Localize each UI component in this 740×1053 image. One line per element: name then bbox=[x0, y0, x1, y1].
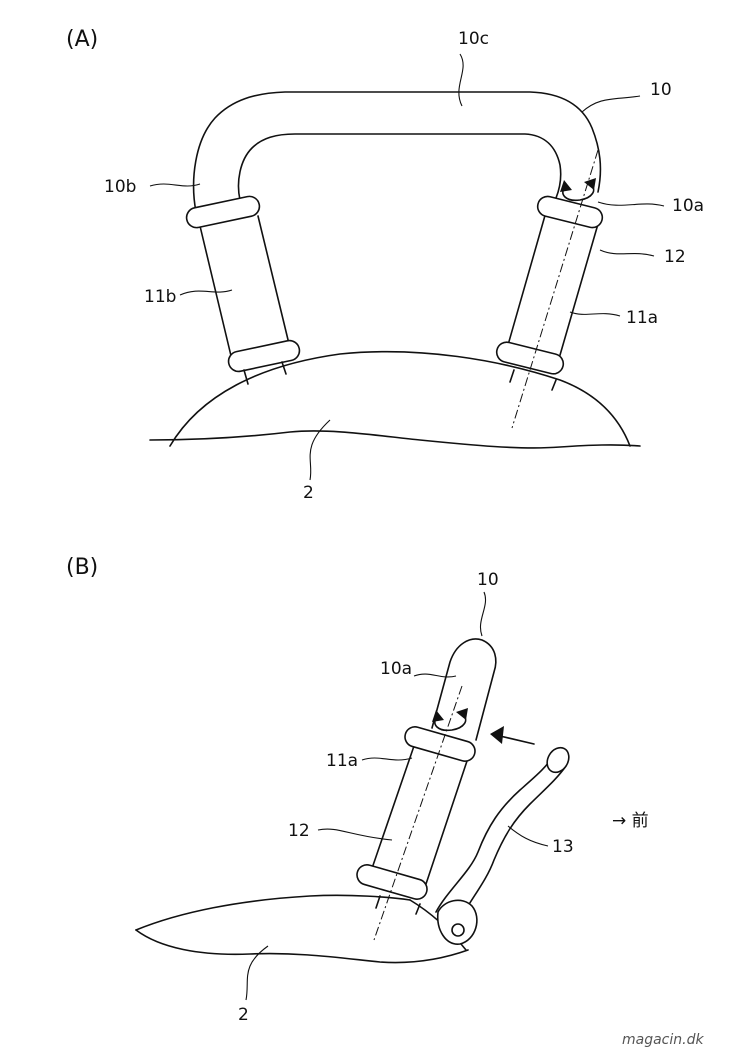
body-part-2 bbox=[149, 430, 641, 449]
handle-outer-10 bbox=[192, 91, 602, 213]
label-10-b: 10 bbox=[477, 570, 499, 590]
label-11b: 11b bbox=[144, 287, 176, 307]
lever-13 bbox=[435, 746, 570, 945]
rotation-axis-b bbox=[373, 685, 463, 941]
watermark: magacin.dk bbox=[622, 1032, 704, 1048]
label-2-b: 2 bbox=[238, 1005, 249, 1025]
label-13: 13 bbox=[552, 837, 574, 857]
body-part-2-b bbox=[135, 894, 411, 931]
panel-a: (A) bbox=[66, 27, 704, 503]
body-contour-2 bbox=[169, 350, 631, 447]
grip-11a-b bbox=[356, 685, 476, 941]
rotation-arrow-icon-b bbox=[432, 708, 468, 732]
label-10b: 10b bbox=[104, 177, 136, 197]
label-2: 2 bbox=[303, 483, 314, 503]
label-10c: 10c bbox=[458, 29, 489, 49]
motion-arrow-icon bbox=[490, 726, 535, 745]
label-10a-b: 10a bbox=[380, 659, 412, 679]
grip-11a bbox=[495, 149, 604, 429]
handle-end-10 bbox=[431, 638, 497, 741]
label-12: 12 bbox=[664, 247, 686, 267]
rotation-axis-a bbox=[511, 149, 599, 429]
rotation-arrow-icon bbox=[560, 178, 596, 202]
label-10a: 10a bbox=[672, 196, 704, 216]
panel-b: (B) bbox=[66, 555, 649, 1025]
label-11a-b: 11a bbox=[326, 751, 358, 771]
grip-11b bbox=[185, 195, 301, 385]
label-11a: 11a bbox=[626, 308, 658, 328]
handle-inner-10 bbox=[237, 133, 562, 201]
label-10: 10 bbox=[650, 80, 672, 100]
panel-a-title: (A) bbox=[66, 27, 98, 52]
label-12-b: 12 bbox=[288, 821, 310, 841]
panel-b-title: (B) bbox=[66, 555, 98, 580]
label-front: → 前 bbox=[612, 811, 649, 831]
